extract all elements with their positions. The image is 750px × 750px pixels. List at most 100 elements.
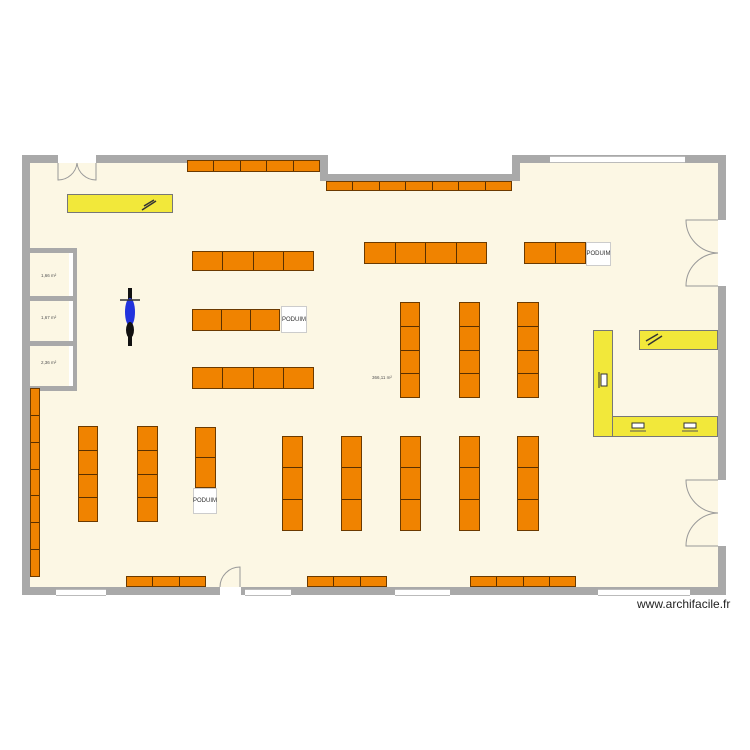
shelf-segment <box>308 577 335 586</box>
shelf-segment <box>460 327 479 351</box>
shelf-segment <box>518 437 538 469</box>
shelf-segment <box>342 500 361 530</box>
shelf-segment <box>193 252 224 270</box>
wall-notch-bottom <box>320 174 520 181</box>
shelf-segment <box>342 468 361 500</box>
shelf-segment <box>79 498 97 521</box>
room-area-label: 2,36 m² <box>41 360 57 365</box>
podium: PODUIM <box>586 242 611 266</box>
shelf-segment <box>518 327 538 351</box>
shelf-unit <box>517 302 539 398</box>
shelf-segment <box>361 577 386 586</box>
shelf-segment <box>196 458 215 487</box>
shelf-segment <box>284 252 313 270</box>
wall-right <box>718 155 726 595</box>
door-top-left[interactable] <box>57 155 97 181</box>
shelf-segment <box>254 368 284 388</box>
shelf-segment <box>353 182 380 190</box>
room-wall <box>26 296 76 301</box>
shelf-unit <box>192 251 314 271</box>
shelf-unit <box>30 388 40 577</box>
wall-left <box>22 155 30 595</box>
shelf-segment <box>460 500 479 530</box>
door-right-upper[interactable] <box>685 219 726 287</box>
shelf-segment <box>459 182 486 190</box>
shelf-segment <box>334 577 361 586</box>
shelf-segment <box>127 577 154 586</box>
shelf-segment <box>254 252 284 270</box>
door-bottom[interactable] <box>219 566 241 595</box>
shelf-segment <box>283 500 302 530</box>
shelf-segment <box>196 428 215 458</box>
shelf-unit <box>470 576 576 587</box>
counter-bottom <box>612 416 718 437</box>
shelf-segment <box>401 437 420 469</box>
shelf-unit <box>126 576 206 587</box>
shelf-unit <box>524 242 586 264</box>
shelf-segment <box>401 351 419 375</box>
shelf-segment <box>79 451 97 475</box>
shelf-segment <box>327 182 354 190</box>
wall-top-left <box>22 155 328 163</box>
shelf-segment <box>79 427 97 451</box>
shelf-segment <box>460 437 479 469</box>
shelf-segment <box>396 243 426 263</box>
shelf-unit <box>364 242 487 264</box>
shelf-unit <box>517 436 539 531</box>
door-right-lower[interactable] <box>685 479 726 547</box>
shelf-segment <box>284 368 313 388</box>
shelf-segment <box>223 368 254 388</box>
window <box>550 156 685 163</box>
shelf-segment <box>471 577 498 586</box>
shelf-segment <box>518 303 538 327</box>
shelf-segment <box>486 182 511 190</box>
shelf-segment <box>188 161 215 171</box>
shelf-segment <box>406 182 433 190</box>
shelf-unit <box>192 309 280 331</box>
window <box>245 589 291 596</box>
counter-top-left <box>67 194 173 213</box>
room-wall <box>26 386 76 391</box>
shelf-unit <box>341 436 362 531</box>
shelf-segment <box>433 182 460 190</box>
shelf-unit <box>459 436 480 531</box>
shelf-segment <box>550 577 575 586</box>
shelf-unit <box>326 181 512 191</box>
shelf-segment <box>31 443 39 470</box>
shelf-segment <box>79 475 97 499</box>
shelf-segment <box>457 243 487 263</box>
shelf-segment <box>223 252 254 270</box>
shelf-segment <box>241 161 268 171</box>
podium: PODUIM <box>193 488 217 514</box>
shelf-unit <box>459 302 480 398</box>
shelf-unit <box>307 576 387 587</box>
shelf-segment <box>518 374 538 397</box>
shelf-segment <box>193 310 222 330</box>
cash-register-icon <box>682 422 698 432</box>
shelf-segment <box>138 498 157 521</box>
motorcycle-icon <box>120 288 140 346</box>
shelf-segment <box>153 577 180 586</box>
room-area-label: 1,67 m² <box>41 315 57 320</box>
shelf-segment <box>401 327 419 351</box>
shelf-segment <box>342 437 361 469</box>
room-wall <box>26 341 76 346</box>
window <box>56 589 106 596</box>
shelf-segment <box>401 468 420 500</box>
watermark: www.archifacile.fr <box>637 597 731 611</box>
shelf-segment <box>138 475 157 499</box>
shelf-segment <box>525 243 556 263</box>
shelf-unit <box>195 427 216 488</box>
room-area-label: 1,66 m² <box>41 273 57 278</box>
wall-notch-right <box>512 155 520 180</box>
shelf-segment <box>460 468 479 500</box>
shelf-segment <box>518 500 538 530</box>
shelf-segment <box>426 243 457 263</box>
shelf-segment <box>180 577 205 586</box>
shelf-segment <box>283 437 302 469</box>
shelf-segment <box>31 523 39 551</box>
shelf-unit <box>282 436 303 531</box>
main-area-label: 366,11 m² <box>372 375 392 380</box>
podium: PODUIM <box>281 306 307 333</box>
